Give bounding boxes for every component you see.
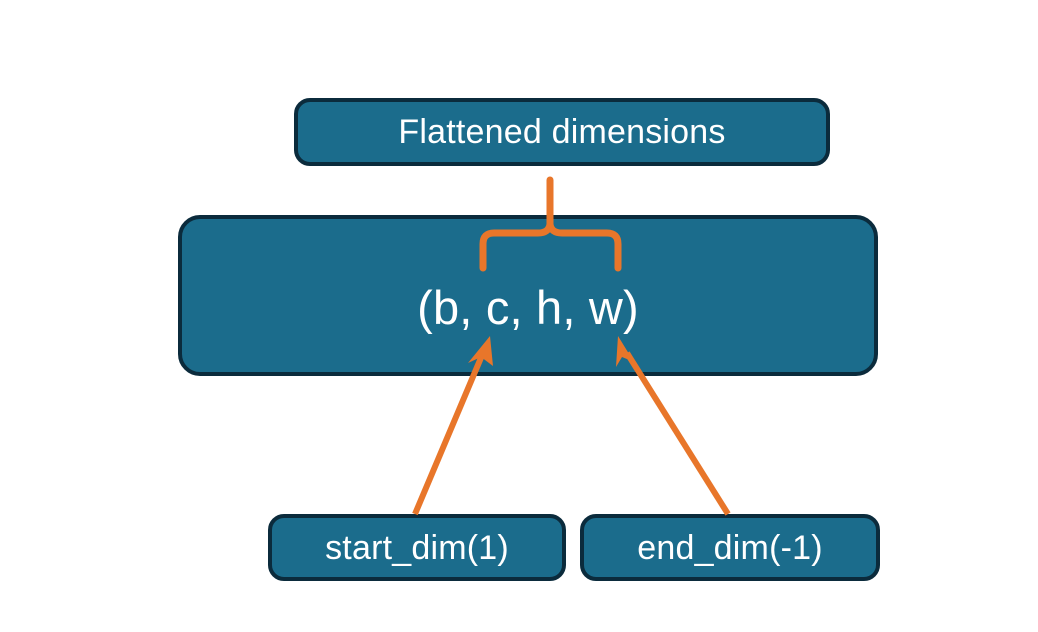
brace-shape <box>479 220 622 272</box>
start-dim-arrow <box>412 336 493 516</box>
end-dim-arrow <box>616 336 731 516</box>
brace-connector <box>479 176 622 272</box>
start-dim-arrow-head <box>468 336 493 366</box>
end-dim-arrow-head <box>616 336 634 367</box>
end-dim-arrow-line <box>624 351 731 516</box>
start-dim-arrow-line <box>412 351 486 516</box>
